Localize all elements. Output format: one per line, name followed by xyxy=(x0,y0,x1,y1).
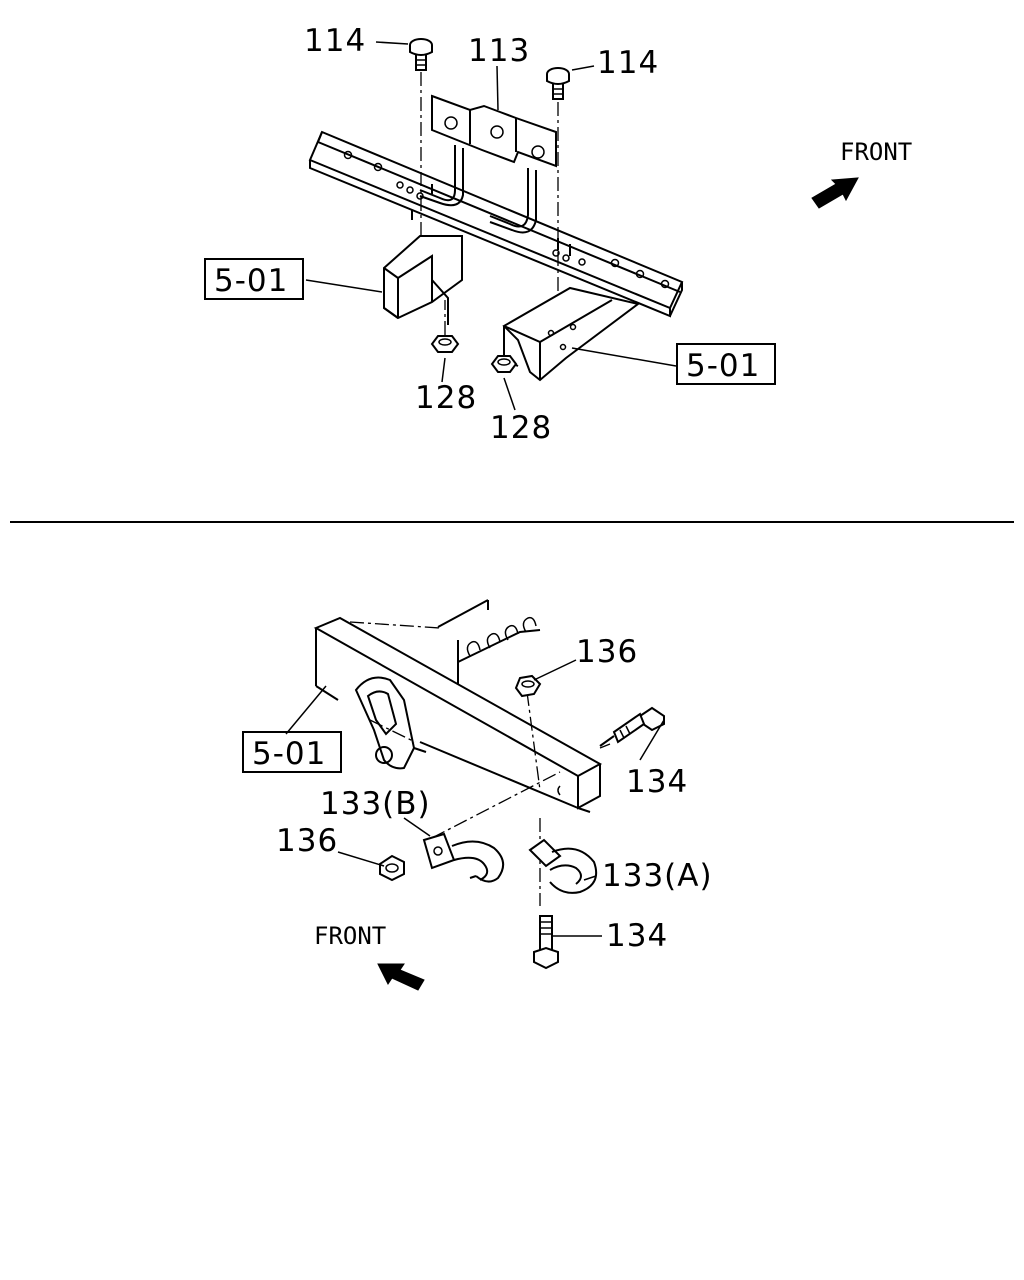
callout-133a: 133(A) xyxy=(602,858,713,894)
top-leaders xyxy=(305,41,677,411)
hook-133a xyxy=(528,838,598,894)
callout-136-top: 136 xyxy=(576,634,638,670)
callout-114-right: 114 xyxy=(597,45,659,81)
nut-128-right xyxy=(490,355,518,373)
front-arrow-icon-top xyxy=(811,177,859,209)
frame-right xyxy=(502,238,641,382)
bracket-113 xyxy=(419,94,557,234)
nut-136-top xyxy=(514,674,542,698)
ref-box-left xyxy=(204,258,304,300)
bottom-view: 136 134 133(B) 136 133(A) 134 5-01 FRONT xyxy=(242,599,713,991)
callout-128-left: 128 xyxy=(415,380,477,416)
callout-128-right: 128 xyxy=(490,410,552,446)
bolt-114-right xyxy=(546,67,570,100)
callout-136-left: 136 xyxy=(276,823,338,859)
frame-left xyxy=(383,184,463,325)
ref-box-bottom xyxy=(242,731,342,773)
front-arrow-icon-bottom xyxy=(377,963,425,991)
front-label-top: FRONT xyxy=(840,138,912,166)
nut-128-left xyxy=(430,335,460,353)
ref-box-right xyxy=(676,343,776,385)
rear-crossmember xyxy=(313,616,603,813)
bottom-leaders xyxy=(285,659,665,937)
hook-133b xyxy=(422,832,505,883)
ref-label-bottom: 5-01 xyxy=(252,736,326,772)
ref-label-right: 5-01 xyxy=(686,348,760,384)
top-view: 114 113 114 128 128 5-01 5-01 FRONT xyxy=(204,23,912,446)
callout-134-top: 134 xyxy=(626,764,688,800)
callout-114-left: 114 xyxy=(304,23,366,59)
bolt-134-bottom xyxy=(533,915,559,970)
frame-rear-body xyxy=(349,599,541,690)
callout-133b: 133(B) xyxy=(320,786,431,822)
ref-label-left: 5-01 xyxy=(214,263,288,299)
bolt-134-top xyxy=(599,706,665,747)
crossmember-bar xyxy=(308,130,684,318)
front-label-bottom: FRONT xyxy=(314,922,386,950)
bolt-114-left xyxy=(409,38,433,71)
frame-tow-hook xyxy=(354,676,427,770)
callout-134-bottom: 134 xyxy=(606,918,668,954)
nut-136-left xyxy=(379,854,405,882)
callout-113: 113 xyxy=(468,33,530,69)
